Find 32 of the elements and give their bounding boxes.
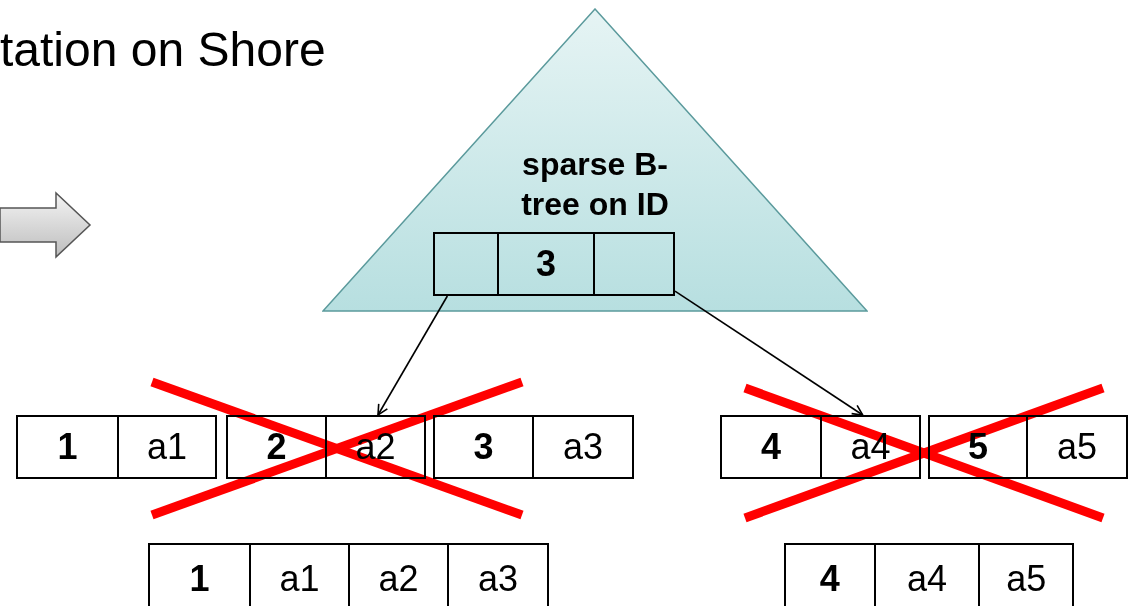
record-box: [148, 543, 549, 606]
record-key: 4: [760, 429, 781, 465]
slide-title: tation on Shore: [0, 22, 326, 77]
record-key: 1: [57, 429, 78, 465]
record-box: [16, 415, 217, 479]
record-key: 2: [266, 429, 287, 465]
record-value: a1: [279, 561, 320, 597]
record-box: [433, 415, 634, 479]
record-key: 5: [968, 429, 988, 465]
record-box: [720, 415, 921, 479]
record-key: 3: [473, 429, 494, 465]
key-value: 3: [536, 243, 556, 285]
key-cell: [497, 232, 595, 296]
record-box: [928, 415, 1128, 479]
pointer-cell: [593, 232, 675, 296]
record-value: a1: [146, 429, 187, 465]
record-key: 1: [189, 561, 210, 597]
record-value: a5: [1057, 429, 1098, 465]
record-value: a2: [378, 561, 419, 597]
record-value: a4: [907, 561, 948, 597]
record-value: a3: [477, 561, 518, 597]
record-value: a4: [850, 429, 891, 465]
record-value: a2: [355, 429, 396, 465]
triangle-index: [322, 8, 868, 313]
record-box: [784, 543, 1074, 606]
record-value: a3: [563, 429, 604, 465]
record-key: 4: [819, 561, 840, 597]
arrow: [674, 290, 864, 416]
record-box: [226, 415, 426, 479]
record-value: a5: [1006, 561, 1047, 597]
pointer-cell: [433, 232, 499, 296]
index-label: sparse B-tree on ID: [520, 145, 670, 224]
